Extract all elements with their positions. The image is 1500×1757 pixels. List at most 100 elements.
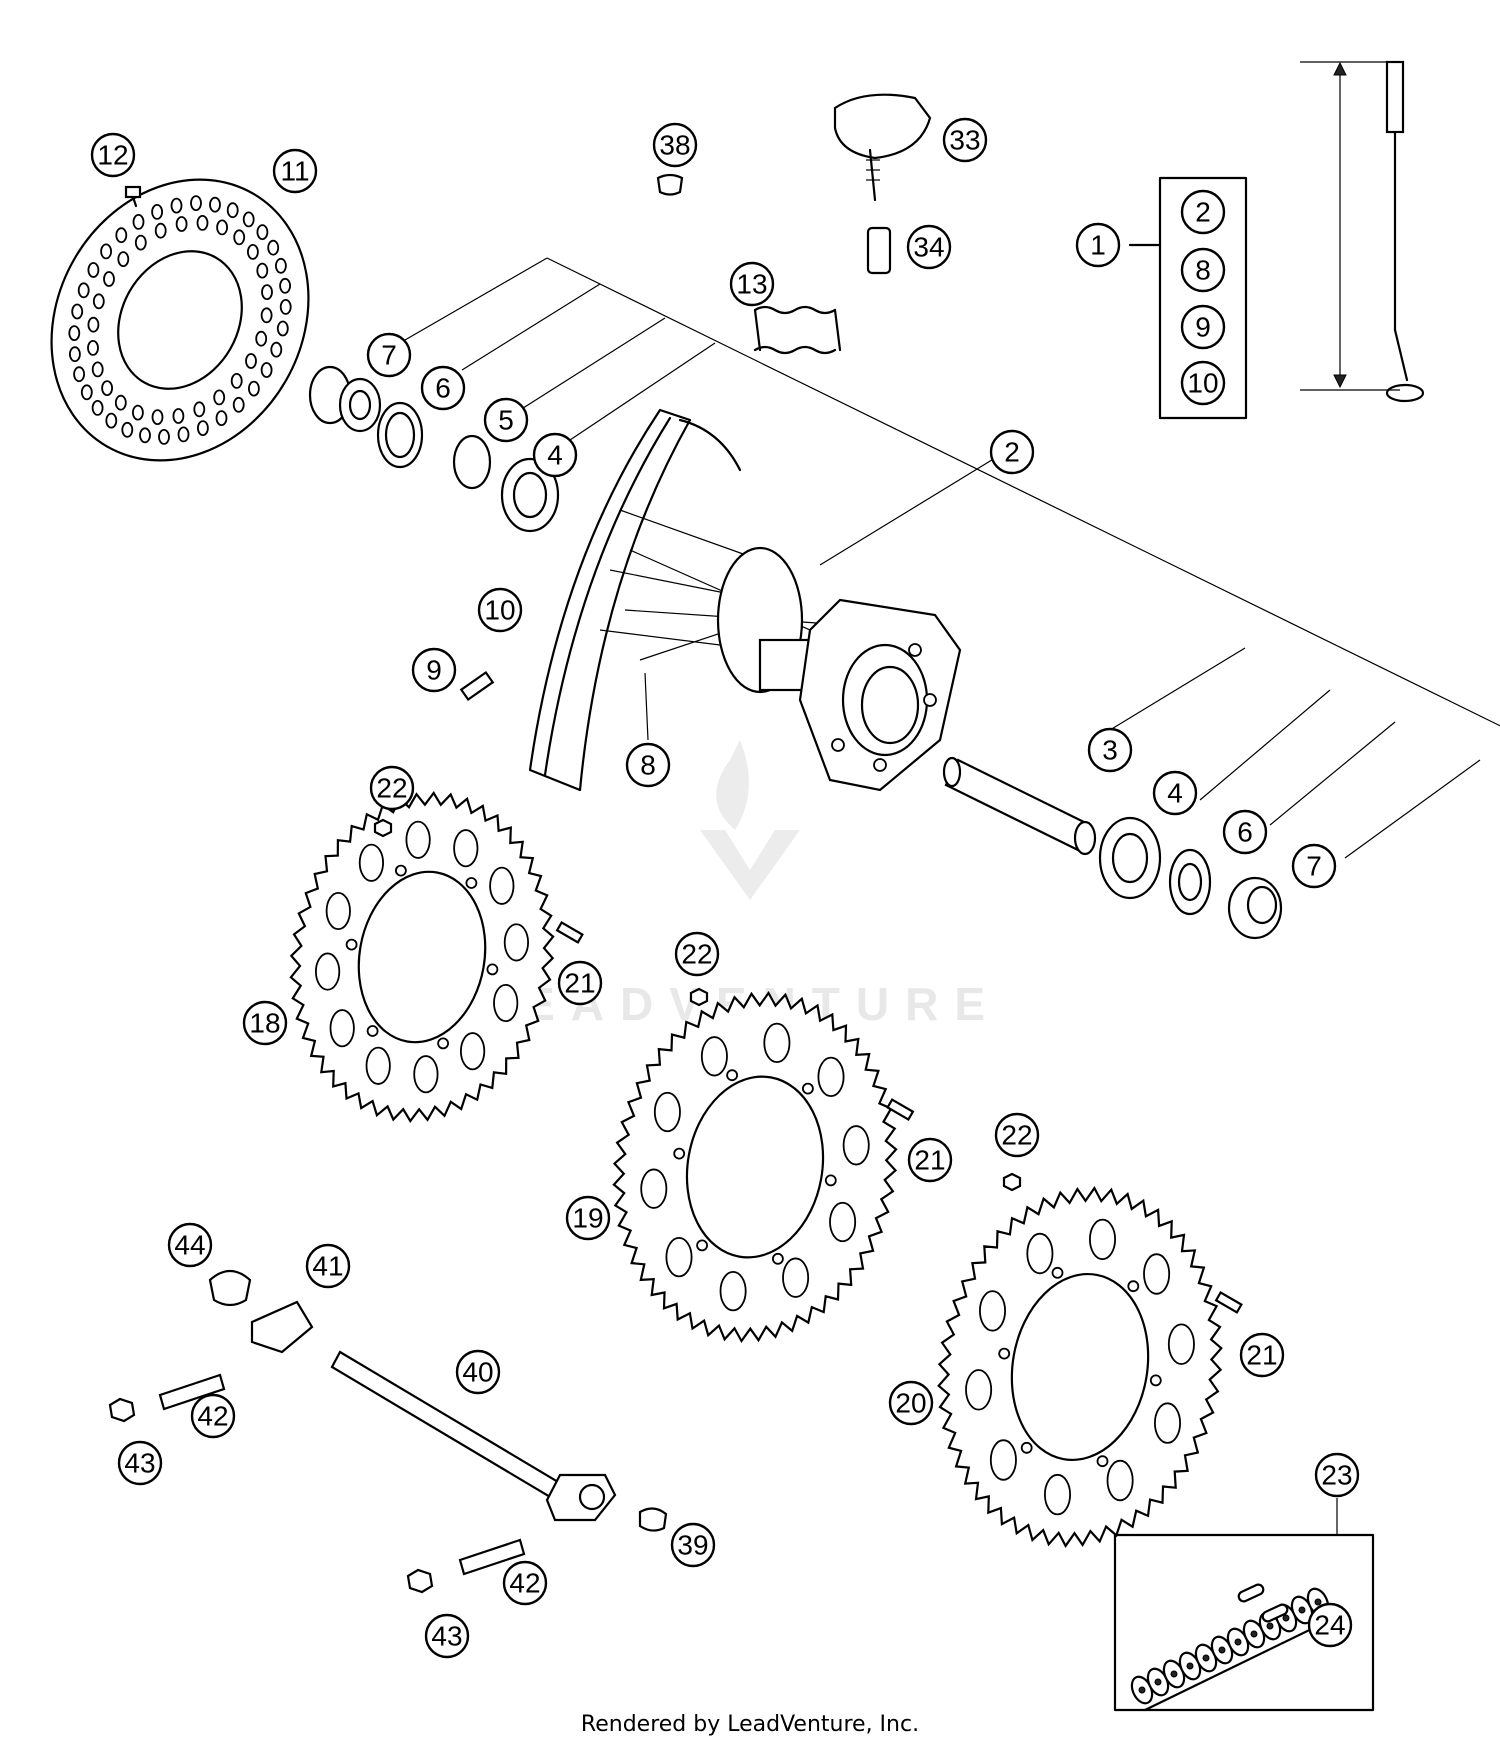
svg-text:21: 21 [564, 968, 595, 999]
svg-text:4: 4 [547, 440, 563, 471]
svg-text:22: 22 [681, 939, 712, 970]
callout-11: 11 [272, 148, 318, 194]
svg-text:20: 20 [895, 1388, 926, 1419]
callout-kit-9: 9 [1180, 304, 1226, 350]
sprocket-20-part [937, 1185, 1223, 1549]
callout-4a: 4 [532, 432, 578, 478]
svg-text:41: 41 [312, 1251, 343, 1282]
spoke-part [1300, 60, 1425, 403]
callout-21a: 21 [557, 960, 603, 1006]
callout-13: 13 [729, 261, 775, 307]
sprocket-18-part [289, 791, 555, 1123]
svg-text:1: 1 [1090, 230, 1106, 261]
rim-lock-part [833, 93, 932, 275]
leader-lines [404, 257, 1500, 1535]
callout-1: 1 [1075, 222, 1121, 268]
svg-text:10: 10 [484, 595, 515, 626]
svg-text:22: 22 [376, 773, 407, 804]
callout-6a: 6 [420, 365, 466, 411]
svg-text:9: 9 [426, 655, 442, 686]
sprocket-fasteners [373, 818, 1243, 1314]
callout-23: 23 [1314, 1452, 1360, 1498]
svg-text:7: 7 [1306, 851, 1322, 882]
svg-text:12: 12 [97, 140, 128, 171]
svg-text:10: 10 [1187, 368, 1218, 399]
callout-22b: 22 [674, 931, 720, 977]
svg-text:11: 11 [280, 156, 309, 187]
callout-kit-10: 10 [1180, 360, 1226, 406]
callout-42b: 42 [502, 1560, 548, 1606]
left-hub-components [308, 365, 560, 533]
callout-labels: 12 11 38 33 34 13 1 2 8 9 10 7 6 5 4 2 1… [90, 117, 1360, 1659]
callout-7b: 7 [1291, 843, 1337, 889]
callout-4b: 4 [1152, 770, 1198, 816]
callout-18: 18 [242, 1000, 288, 1046]
svg-text:8: 8 [1195, 255, 1211, 286]
svg-text:6: 6 [1237, 817, 1253, 848]
axle-assembly [108, 1269, 668, 1594]
svg-text:39: 39 [677, 1530, 708, 1561]
callout-8: 8 [625, 742, 671, 788]
callout-22c: 22 [994, 1112, 1040, 1158]
svg-text:34: 34 [913, 232, 944, 263]
callout-7a: 7 [366, 332, 412, 378]
sprocket-19-part [612, 990, 898, 1344]
svg-text:2: 2 [1195, 197, 1211, 228]
callout-34: 34 [906, 224, 952, 270]
callout-2: 2 [989, 429, 1035, 475]
svg-text:9: 9 [1195, 312, 1211, 343]
svg-text:13: 13 [736, 269, 767, 300]
svg-text:19: 19 [572, 1203, 603, 1234]
kit-group [1128, 176, 1248, 420]
chain-kit [1113, 1533, 1375, 1712]
svg-text:43: 43 [124, 1448, 155, 1479]
rim-tape-part [753, 305, 842, 355]
callout-38: 38 [652, 122, 698, 168]
svg-text:21: 21 [1246, 1340, 1277, 1371]
callout-42a: 42 [190, 1393, 236, 1439]
svg-text:24: 24 [1314, 1610, 1345, 1641]
callout-43b: 43 [424, 1613, 470, 1659]
wheel-assembly [528, 408, 962, 792]
callout-5: 5 [483, 397, 529, 443]
plug-38-part [656, 173, 684, 196]
svg-text:44: 44 [174, 1230, 205, 1261]
callout-20: 20 [888, 1380, 934, 1426]
svg-text:33: 33 [949, 125, 980, 156]
svg-text:42: 42 [509, 1568, 540, 1599]
callout-9: 9 [411, 647, 457, 693]
callout-33: 33 [942, 117, 988, 163]
svg-text:4: 4 [1167, 778, 1183, 809]
callout-kit-2: 2 [1180, 189, 1226, 235]
callout-kit-8: 8 [1180, 247, 1226, 293]
svg-text:3: 3 [1102, 735, 1118, 766]
callout-40: 40 [455, 1349, 501, 1395]
svg-text:7: 7 [381, 340, 397, 371]
svg-text:6: 6 [435, 373, 451, 404]
callout-22a: 22 [369, 765, 415, 811]
callout-43a: 43 [117, 1440, 163, 1486]
svg-text:23: 23 [1321, 1460, 1352, 1491]
callout-10: 10 [477, 587, 523, 633]
callout-21b: 21 [907, 1137, 953, 1183]
callout-21c: 21 [1239, 1332, 1285, 1378]
svg-text:22: 22 [1001, 1120, 1032, 1151]
callout-12: 12 [90, 132, 136, 178]
svg-text:38: 38 [659, 130, 690, 161]
svg-text:18: 18 [249, 1008, 280, 1039]
callout-41: 41 [305, 1243, 351, 1289]
svg-text:42: 42 [197, 1401, 228, 1432]
svg-text:2: 2 [1004, 437, 1020, 468]
callout-39: 39 [670, 1522, 716, 1568]
callout-19: 19 [565, 1195, 611, 1241]
svg-text:21: 21 [914, 1145, 945, 1176]
right-hub-components [942, 756, 1283, 940]
bolt-12-part [124, 185, 142, 208]
brake-disc-part [50, 178, 310, 462]
callout-3: 3 [1087, 727, 1133, 773]
svg-text:40: 40 [462, 1357, 493, 1388]
svg-text:5: 5 [498, 405, 514, 436]
callout-6b: 6 [1222, 809, 1268, 855]
callout-44: 44 [167, 1222, 213, 1268]
